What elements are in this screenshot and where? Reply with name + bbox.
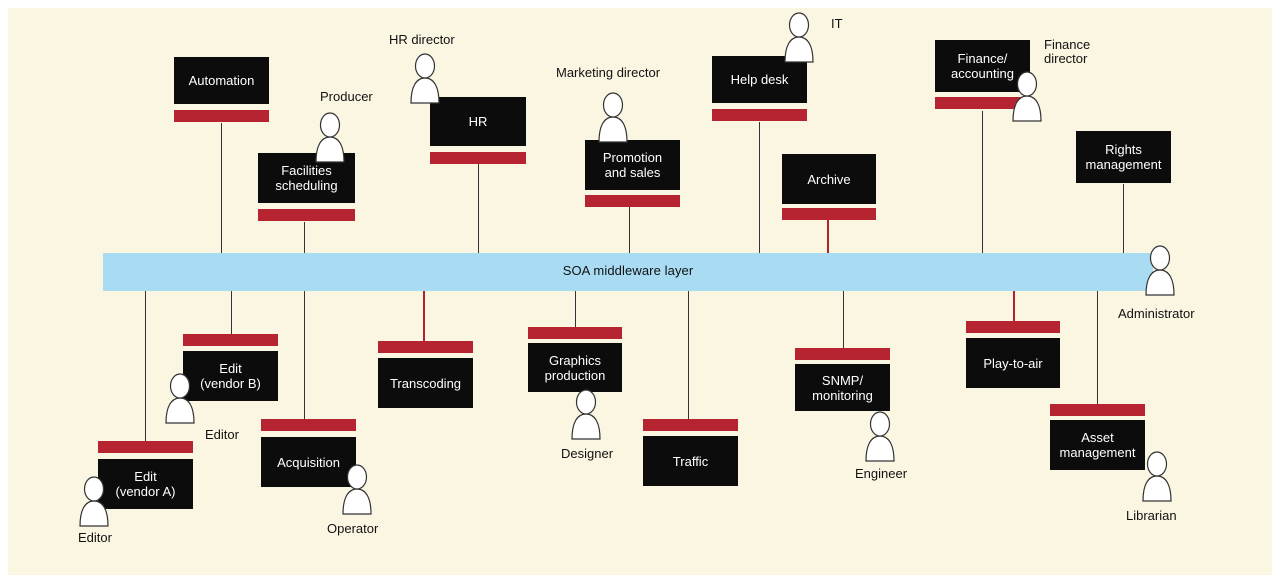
role-editor-b: Editor xyxy=(205,427,239,442)
person-icon xyxy=(1012,71,1042,122)
person-icon xyxy=(571,389,601,440)
service-play-to-air: Play-to-air xyxy=(966,338,1060,388)
connector-edit-b xyxy=(231,291,232,334)
connector-traffic xyxy=(688,291,689,419)
service-promotion-and-sales: Promotion and sales xyxy=(585,140,680,190)
service-finance-accounting: Finance/ accounting xyxy=(935,40,1030,92)
connector-snmp xyxy=(843,291,844,348)
service-bar-facilities xyxy=(258,209,355,221)
role-hr-director: HR director xyxy=(389,32,455,47)
service-bar-playtoair xyxy=(966,321,1060,333)
service-bar-promotion xyxy=(585,195,680,207)
service-traffic: Traffic xyxy=(643,436,738,486)
connector-graphics xyxy=(575,291,576,327)
role-designer: Designer xyxy=(561,446,614,461)
service-acquisition: Acquisition xyxy=(261,437,356,487)
service-bar-snmp xyxy=(795,348,890,360)
service-hr: HR xyxy=(430,97,526,146)
connector-finance xyxy=(982,111,983,253)
person-icon xyxy=(598,92,628,143)
role-editor-a: Editor xyxy=(78,530,112,545)
service-edit-vendor-b: Edit (vendor B) xyxy=(183,351,278,401)
service-snmp-monitoring: SNMP/ monitoring xyxy=(795,364,890,411)
service-archive: Archive xyxy=(782,154,876,204)
role-administrator: Administrator xyxy=(1118,306,1195,321)
connector-promotion xyxy=(629,206,630,253)
service-rights-management: Rights management xyxy=(1076,131,1171,183)
service-transcoding: Transcoding xyxy=(378,358,473,408)
service-bar-edit-b xyxy=(183,334,278,346)
role-producer: Producer xyxy=(320,89,373,104)
service-bar-hr xyxy=(430,152,526,164)
connector-helpdesk xyxy=(759,122,760,253)
connector-transcoding xyxy=(423,291,425,341)
service-asset-management: Asset management xyxy=(1050,420,1145,470)
person-icon xyxy=(165,373,195,424)
connector-playtoair xyxy=(1013,291,1015,321)
service-help-desk: Help desk xyxy=(712,56,807,103)
connector-asset xyxy=(1097,291,1098,404)
service-bar-asset xyxy=(1050,404,1145,416)
person-icon xyxy=(342,464,372,515)
person-icon xyxy=(865,411,895,462)
role-finance-director: Finance director xyxy=(1044,37,1091,66)
service-bar-acquisition xyxy=(261,419,356,431)
person-icon xyxy=(79,476,109,527)
role-operator: Operator xyxy=(327,521,379,536)
service-bar-helpdesk xyxy=(712,109,807,121)
person-icon xyxy=(410,53,440,104)
role-marketing-director: Marketing director xyxy=(556,65,661,80)
person-icon xyxy=(315,112,345,163)
bus-label: SOA middleware layer xyxy=(562,263,694,278)
connector-rights xyxy=(1123,184,1124,253)
service-bar-automation xyxy=(174,110,269,122)
service-bar-archive xyxy=(782,208,876,220)
role-librarian: Librarian xyxy=(1126,508,1177,523)
service-bar-graphics xyxy=(528,327,622,339)
service-automation: Automation xyxy=(174,57,269,104)
person-icon xyxy=(1142,451,1172,502)
connector-archive xyxy=(827,219,829,253)
soa-middleware-bus: SOA middleware layer xyxy=(103,253,1153,291)
service-bar-traffic xyxy=(643,419,738,431)
role-engineer: Engineer xyxy=(855,466,908,481)
service-bar-edit-a xyxy=(98,441,193,453)
connector-automation xyxy=(221,123,222,253)
connector-acquisition xyxy=(304,291,305,419)
service-edit-vendor-a: Edit (vendor A) xyxy=(98,459,193,509)
person-icon xyxy=(1145,245,1175,296)
person-icon xyxy=(784,12,814,63)
connector-hr xyxy=(478,164,479,253)
role-it: IT xyxy=(831,16,843,31)
connector-edit-a xyxy=(145,291,146,441)
service-bar-finance xyxy=(935,97,1030,109)
service-graphics-production: Graphics production xyxy=(528,343,622,392)
service-bar-transcoding xyxy=(378,341,473,353)
connector-facilities xyxy=(304,222,305,253)
